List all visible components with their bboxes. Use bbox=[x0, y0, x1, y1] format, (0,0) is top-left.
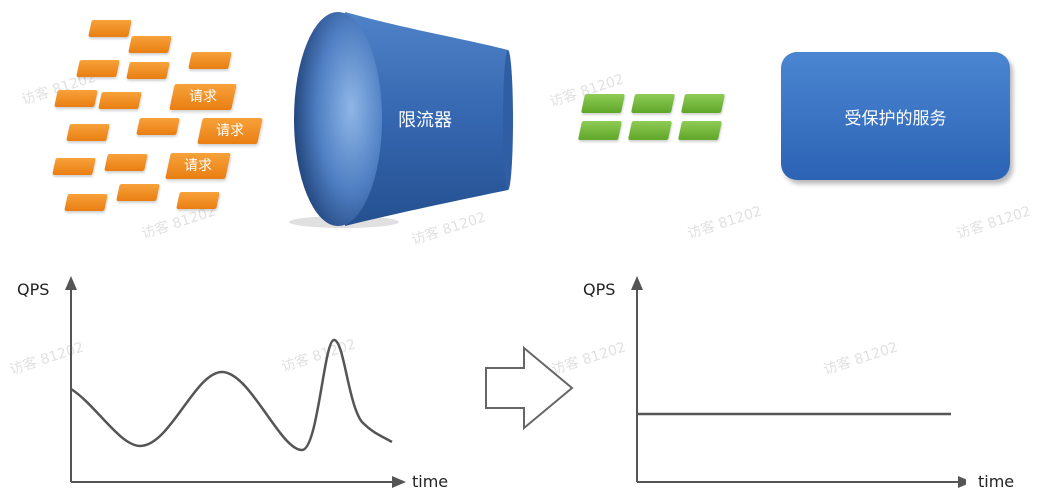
request-block bbox=[54, 90, 98, 107]
chart-after-ylabel: QPS bbox=[583, 280, 616, 299]
x-axis-arrow-icon bbox=[392, 476, 406, 488]
y-axis-arrow-icon bbox=[65, 276, 77, 290]
request-block bbox=[76, 60, 120, 77]
qps-fluctuating-line bbox=[70, 338, 393, 452]
passed-request-block bbox=[630, 94, 676, 113]
right-arrow-icon bbox=[485, 345, 574, 431]
request-block bbox=[126, 62, 170, 79]
limiter-funnel bbox=[289, 12, 513, 228]
request-block bbox=[88, 20, 132, 37]
request-block bbox=[98, 92, 142, 109]
chart-after bbox=[631, 276, 966, 488]
watermark: 访客 81202 bbox=[685, 203, 764, 243]
limiter-label: 限流器 bbox=[398, 110, 452, 131]
request-block-labeled: 请求 bbox=[165, 153, 231, 179]
request-block bbox=[188, 52, 232, 69]
passed-request-block bbox=[580, 94, 626, 113]
request-block bbox=[136, 118, 180, 135]
limiter-opening bbox=[294, 12, 382, 226]
chart-before-ylabel: QPS bbox=[17, 280, 50, 299]
limiter-body bbox=[345, 12, 508, 226]
chart-before bbox=[65, 276, 406, 488]
chart-after-xlabel: time bbox=[978, 472, 1015, 491]
request-label: 请求 bbox=[216, 123, 244, 139]
request-block bbox=[66, 124, 110, 141]
protected-service-box: 受保护的服务 bbox=[781, 52, 1010, 180]
request-block bbox=[116, 184, 160, 201]
request-block bbox=[176, 192, 220, 209]
service-label: 受保护的服务 bbox=[844, 108, 947, 129]
y-axis-arrow-icon bbox=[631, 276, 643, 290]
passed-request-block bbox=[680, 94, 726, 113]
request-block bbox=[128, 36, 172, 53]
request-block-labeled: 请求 bbox=[197, 118, 263, 144]
request-block-labeled: 请求 bbox=[169, 84, 237, 110]
passed-request-block bbox=[627, 121, 673, 140]
request-block bbox=[52, 158, 96, 175]
passed-request-block bbox=[677, 121, 723, 140]
request-label: 请求 bbox=[184, 158, 212, 174]
request-block bbox=[104, 154, 148, 171]
request-block bbox=[64, 194, 108, 211]
passed-request-block bbox=[577, 121, 623, 140]
request-label: 请求 bbox=[189, 89, 217, 105]
chart-before-xlabel: time bbox=[412, 472, 449, 491]
x-axis-arrow-icon bbox=[958, 476, 966, 488]
watermark: 访客 81202 bbox=[954, 203, 1033, 243]
